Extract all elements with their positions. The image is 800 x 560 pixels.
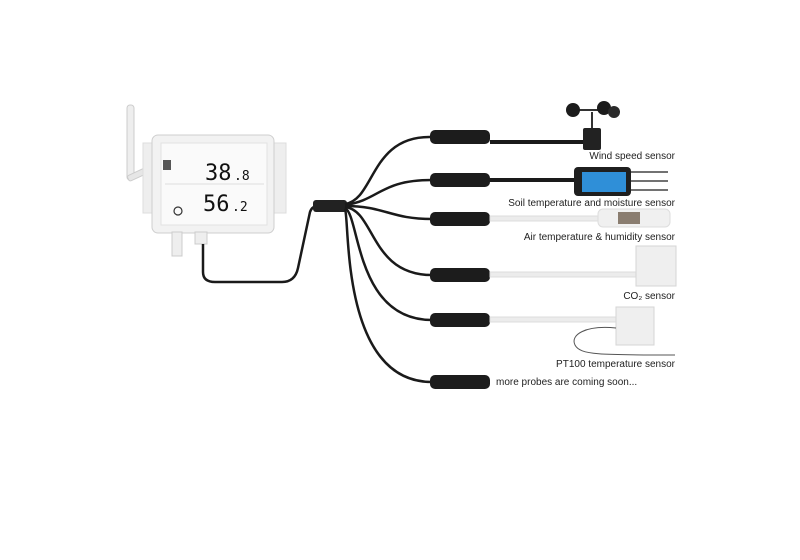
bottom-reading-decimal: .2 [232,200,248,215]
gateway-device: 38 .8 56 .2 [142,134,287,257]
branch-cables [343,135,433,384]
top-reading-decimal: .8 [234,169,250,184]
soil-sensor [490,167,668,196]
label-air: Air temperature & humidity sensor [524,232,676,243]
label-pt100: PT100 temperature sensor [556,359,676,370]
top-reading: 38 [205,161,232,186]
splitter-hub [313,200,347,212]
label-co2: CO₂ sensor [623,291,675,302]
wind-speed-sensor [490,101,620,150]
bottom-reading: 56 [203,192,230,217]
pt100-sensor [489,306,676,356]
label-soil: Soil temperature and moisture sensor [508,198,675,209]
label-wind-speed: Wind speed sensor [589,151,675,162]
main-cable [201,204,319,284]
co2-sensor [489,245,677,287]
probe-connectors [430,130,490,389]
label-more-probes: more probes are coming soon... [496,377,637,388]
air-temp-humidity-sensor [489,208,671,228]
